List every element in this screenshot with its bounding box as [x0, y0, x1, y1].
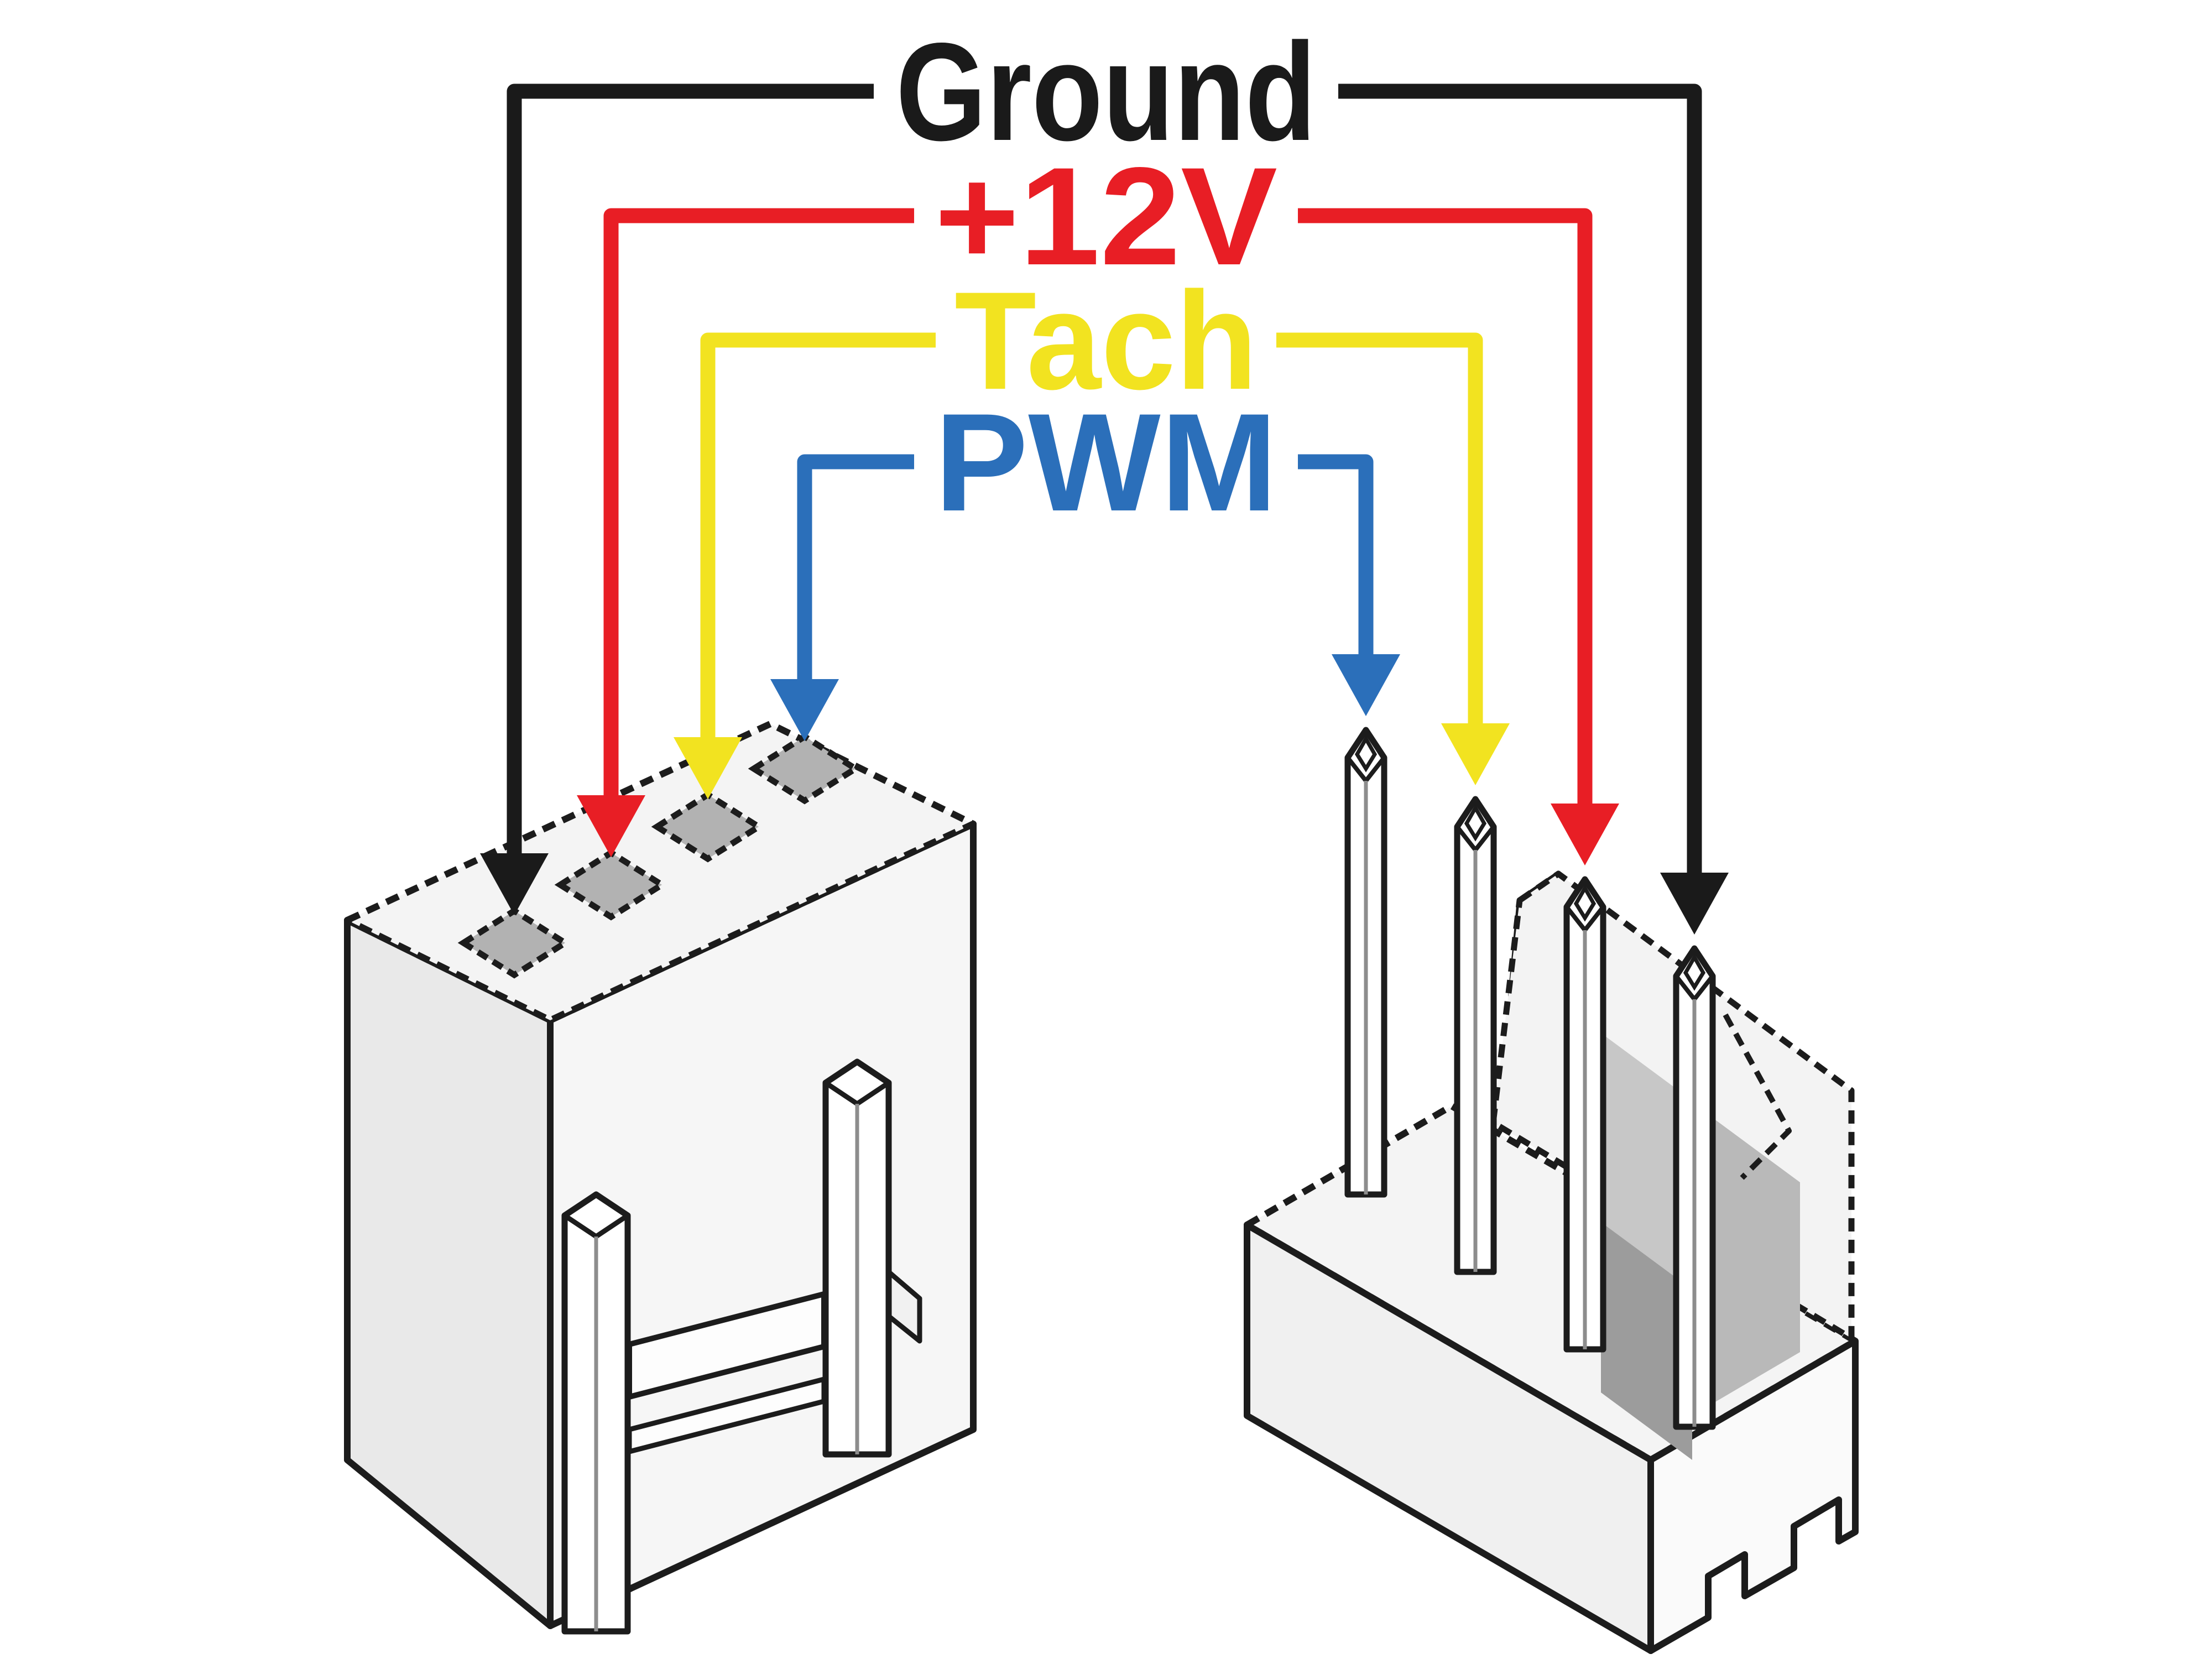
ground-arrow-right: [1660, 873, 1729, 935]
header-pin-4-tip: [1683, 953, 1706, 991]
ground-wire-left: [507, 84, 874, 860]
plug-hole-2: [554, 849, 668, 921]
key-wall-notch-shade: [1697, 1106, 1800, 1413]
ground-wire-right: [1338, 84, 1702, 879]
header-base-right-face-with-notches: [1647, 1338, 1859, 1654]
pwm-arrow-right: [1332, 654, 1400, 716]
plug-hole-1: [457, 907, 571, 979]
plus12v-arrow-left: [577, 795, 645, 857]
pwm-arrow-left: [770, 679, 839, 741]
pwm-label: PWM: [935, 385, 1277, 540]
plus12v-label: +12V: [935, 139, 1277, 294]
tach-arrow-left: [674, 737, 742, 799]
plus12v-arrow-right: [1551, 804, 1619, 865]
header-pin-1-tip: [1354, 734, 1378, 773]
plug-hole-4: [748, 733, 862, 805]
header-pin-2-tip: [1464, 804, 1487, 842]
ground-arrow-left: [480, 853, 549, 915]
key-wall-notch-edge: [1723, 1013, 1792, 1180]
ground-label: Ground: [896, 14, 1316, 170]
plus12v-wire-left: [603, 208, 914, 802]
male-fan-header-illustration: [1244, 727, 1859, 1654]
tach-wire-right: [1276, 332, 1483, 730]
signal-wires: [480, 84, 1729, 935]
tach-label: Tach: [954, 263, 1258, 419]
plug-hole-3: [651, 791, 765, 863]
plus12v-wire-right: [1298, 208, 1593, 810]
header-pin-3-tip: [1573, 884, 1597, 922]
pwm-wire-left: [797, 454, 914, 686]
tach-wire-left: [700, 332, 936, 744]
tach-arrow-right: [1441, 723, 1510, 785]
female-fan-plug-illustration: [344, 721, 977, 1635]
key-wall-shadow-dark: [1601, 1222, 1692, 1460]
pwm-wire-right: [1298, 454, 1374, 661]
